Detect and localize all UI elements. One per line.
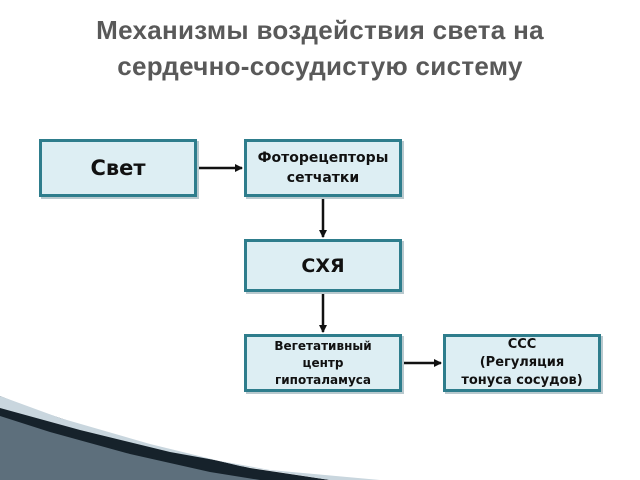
node-sss-line-3: тонуса сосудов) bbox=[461, 373, 583, 388]
swoosh-mid bbox=[0, 416, 260, 480]
node-photoreceptors-line-1: Фоторецепторы bbox=[257, 150, 389, 166]
slide-title: Механизмы воздействия света на сердечно-… bbox=[20, 12, 620, 84]
node-vegetative-center: Вегетативный центр гипоталамуса bbox=[244, 334, 402, 392]
node-schya: СХЯ bbox=[244, 239, 402, 292]
node-vegetative-line-2: центр bbox=[302, 355, 344, 370]
title-line-1: Механизмы воздействия света на bbox=[96, 15, 544, 45]
node-light-label: Свет bbox=[90, 156, 146, 180]
node-photoreceptors-line-2: сетчатки bbox=[286, 170, 360, 186]
node-schya-label: СХЯ bbox=[301, 254, 345, 277]
node-vegetative-line-1: Вегетативный bbox=[274, 338, 372, 353]
node-sss: ССС (Регуляция тонуса сосудов) bbox=[443, 334, 601, 392]
node-sss-line-1: ССС bbox=[507, 337, 537, 352]
node-sss-line-2: (Регуляция bbox=[479, 355, 565, 370]
node-photoreceptors: Фоторецепторы сетчатки bbox=[244, 139, 402, 197]
node-light: Свет bbox=[39, 139, 197, 197]
node-vegetative-line-3: гипоталамуса bbox=[274, 372, 371, 387]
title-line-2: сердечно-сосудистую систему bbox=[117, 51, 523, 81]
